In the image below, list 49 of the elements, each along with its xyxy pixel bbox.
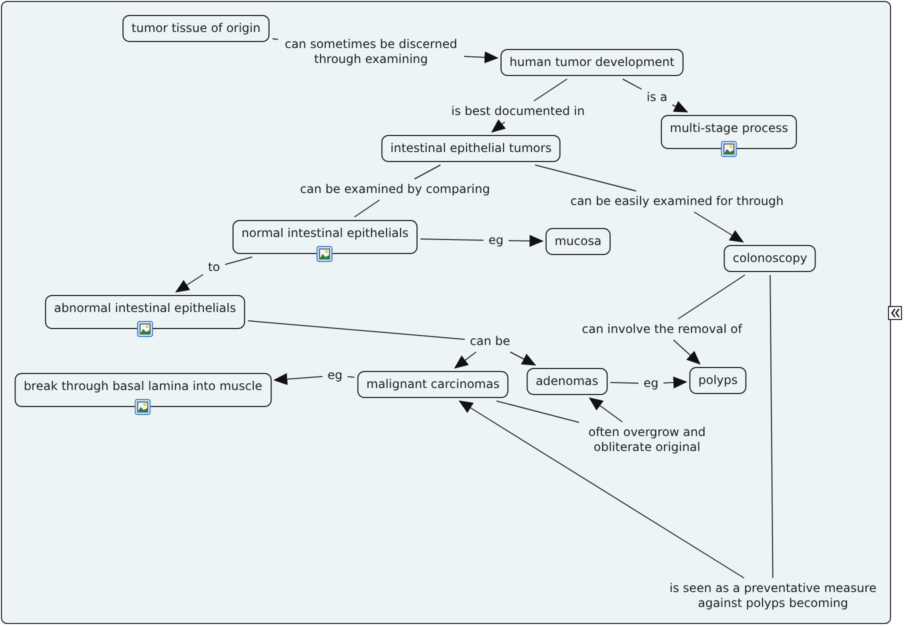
concept-label: tumor tissue of origin (132, 21, 260, 35)
arrow (510, 352, 536, 366)
connector-line (414, 164, 441, 180)
concept-label: multi-stage process (670, 121, 788, 135)
arrow (458, 400, 745, 578)
concept-box (526, 368, 608, 395)
connector-line (272, 38, 278, 40)
linking-phrase: can be easily examined for through (568, 194, 786, 209)
concept-label: human tumor development (510, 55, 674, 69)
arrow (673, 340, 701, 365)
concept-label: normal intestinal epithelials (242, 226, 408, 240)
connector-line (610, 382, 639, 384)
concept-label: polyps (698, 373, 738, 387)
arrow (663, 376, 688, 388)
arrow (175, 274, 204, 293)
connector-line (420, 238, 484, 241)
concept-box (546, 228, 610, 255)
arrow (508, 234, 544, 247)
arrow (694, 212, 744, 243)
concept-label: mucosa (554, 234, 602, 248)
concept-box (724, 245, 816, 272)
connector-line (347, 376, 355, 378)
concept-box (122, 15, 270, 42)
linking-phrase: can be examined by comparing (298, 182, 492, 197)
connector-line (247, 320, 466, 340)
concept-box (381, 135, 561, 162)
concept-label: intestinal epithelial tumors (390, 141, 552, 155)
concept-label: adenomas (536, 374, 598, 388)
connector-line (354, 200, 380, 218)
concept-label: colonoscopy (732, 251, 808, 265)
connector-line (622, 78, 642, 90)
arrow (464, 51, 499, 64)
connector-line (533, 78, 568, 102)
arrow (588, 397, 623, 422)
concept-label: break through basal lamina into muscle (24, 379, 262, 393)
connector-line (677, 274, 746, 320)
concept-box (500, 49, 684, 76)
concept-box (357, 371, 509, 398)
connector-line (224, 256, 253, 265)
concept-label: malignant carcinomas (366, 377, 500, 391)
connector-line (534, 164, 637, 192)
concept-box (689, 367, 747, 394)
arrow (491, 119, 506, 133)
arrow (454, 352, 477, 369)
arrow (672, 100, 688, 112)
arrow (273, 373, 323, 386)
concept-label: abnormal intestinal epithelials (54, 301, 236, 315)
connector-line (770, 274, 774, 578)
connector-line (496, 400, 580, 423)
